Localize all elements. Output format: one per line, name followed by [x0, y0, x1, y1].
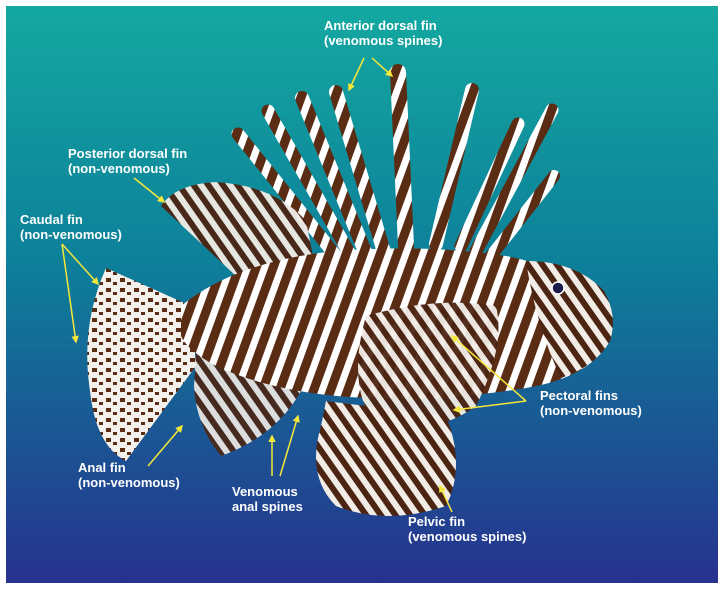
- label-note: (non-venomous): [68, 161, 187, 176]
- label-posterior-dorsal-fin: Posterior dorsal fin (non-venomous): [68, 146, 187, 176]
- label-title: Anal fin: [78, 460, 180, 475]
- label-title: Caudal fin: [20, 212, 122, 227]
- label-note: anal spines: [232, 499, 303, 514]
- lionfish-diagram: Anterior dorsal fin (venomous spines) Po…: [6, 6, 718, 583]
- label-caudal-fin: Caudal fin (non-venomous): [20, 212, 122, 242]
- label-pectoral-fins: Pectoral fins (non-venomous): [540, 388, 642, 418]
- label-note: (non-venomous): [540, 403, 642, 418]
- label-note: (venomous spines): [324, 33, 442, 48]
- eye: [552, 282, 564, 294]
- label-note: (non-venomous): [78, 475, 180, 490]
- label-title: Pectoral fins: [540, 388, 642, 403]
- illustration: [6, 6, 718, 583]
- label-title: Pelvic fin: [408, 514, 526, 529]
- label-anal-fin: Anal fin (non-venomous): [78, 460, 180, 490]
- label-pelvic-fin: Pelvic fin (venomous spines): [408, 514, 526, 544]
- label-title: Venomous: [232, 484, 303, 499]
- label-note: (venomous spines): [408, 529, 526, 544]
- label-venomous-anal-spines: Venomous anal spines: [232, 484, 303, 514]
- label-anterior-dorsal-fin: Anterior dorsal fin (venomous spines): [324, 18, 442, 48]
- label-title: Posterior dorsal fin: [68, 146, 187, 161]
- label-note: (non-venomous): [20, 227, 122, 242]
- label-title: Anterior dorsal fin: [324, 18, 442, 33]
